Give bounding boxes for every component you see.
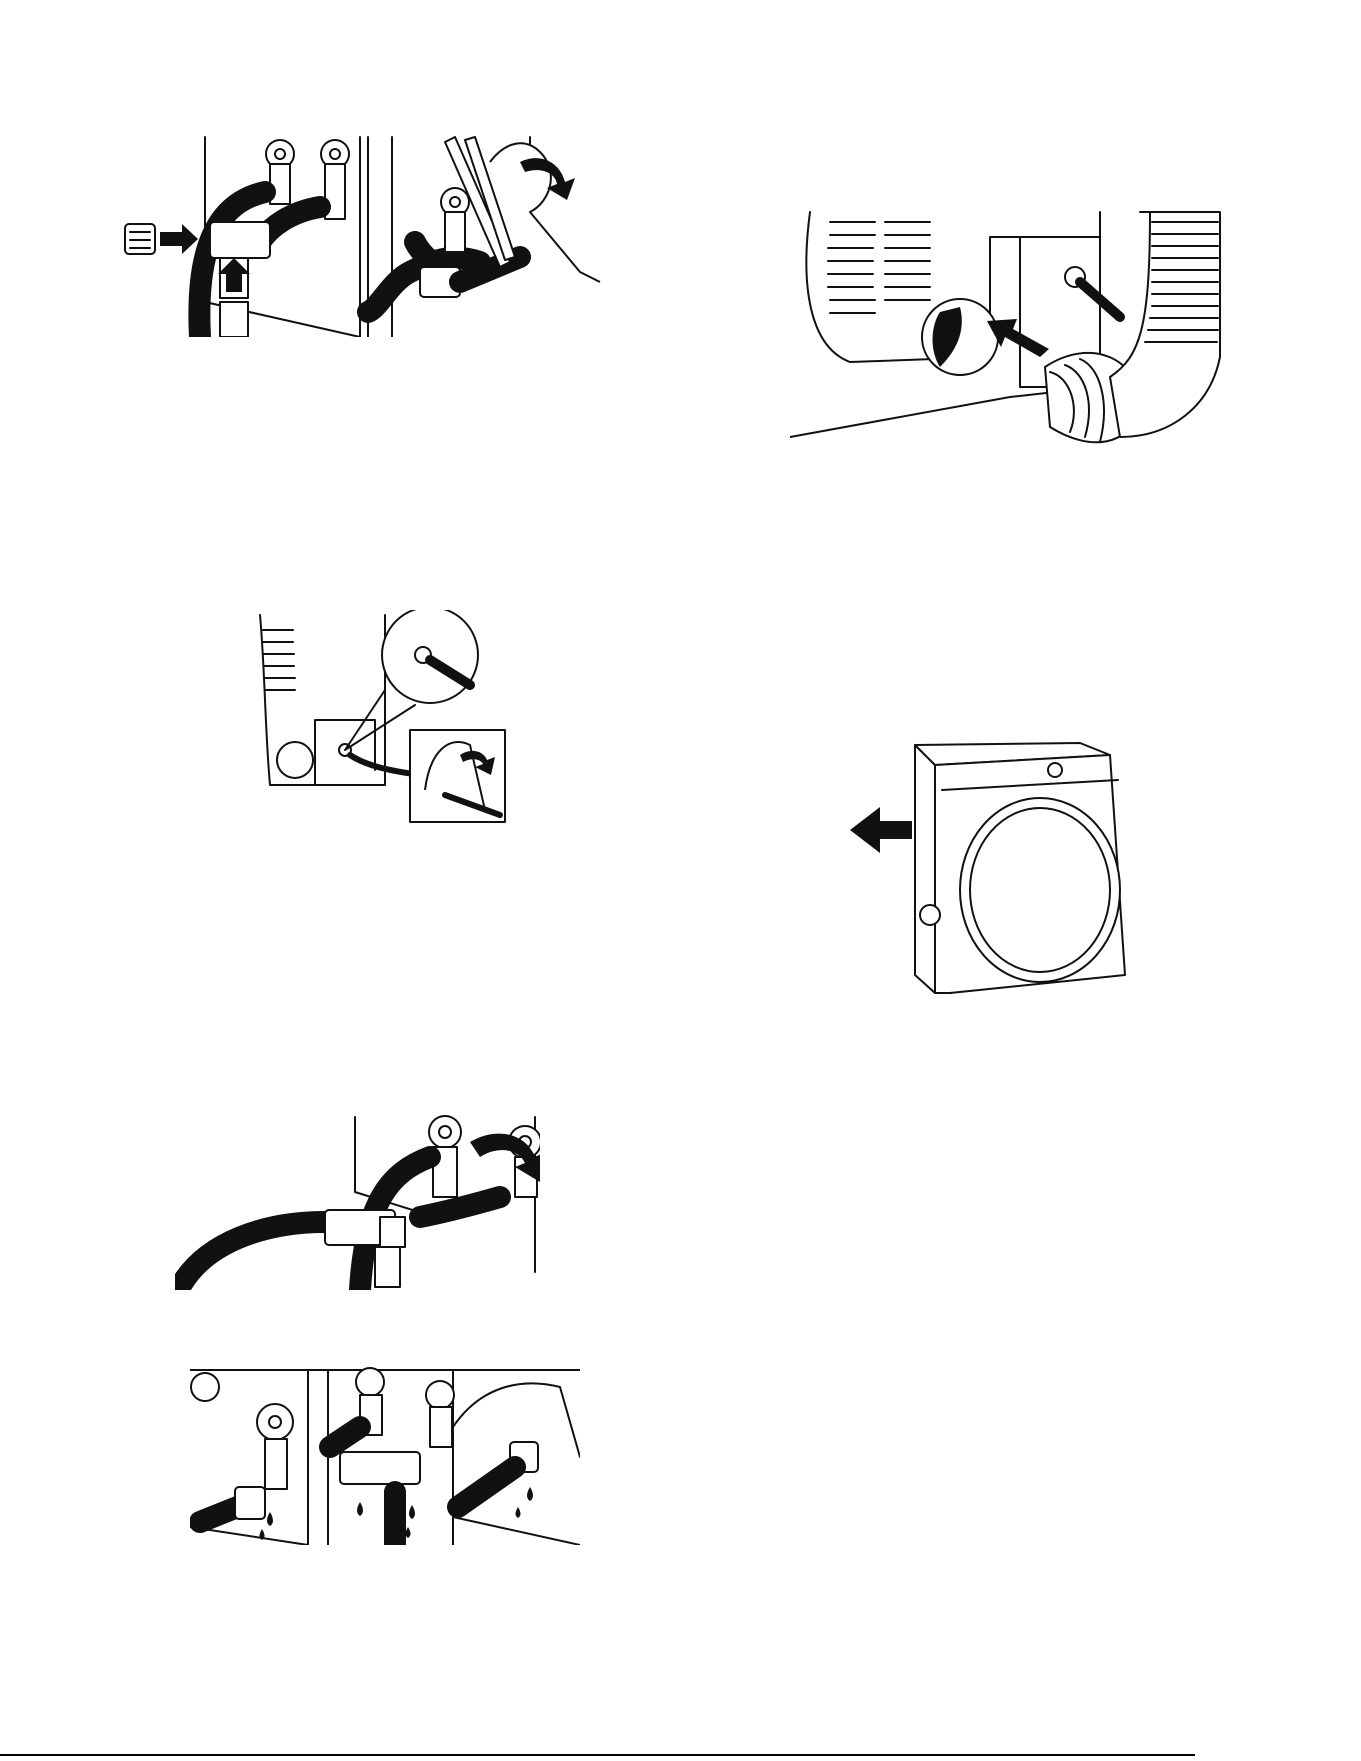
duct (1045, 212, 1220, 442)
fig-y-connector-install (120, 132, 650, 337)
arrow-icon (987, 319, 1049, 357)
fig-leak-check (190, 1367, 580, 1545)
water-drop-icon (516, 1487, 534, 1518)
faucet-handle-icon (356, 1368, 454, 1447)
faucet-handle-icon (191, 1373, 293, 1489)
panel-left (125, 137, 360, 337)
fig-dryer-move-into-place (850, 735, 1135, 1000)
fig-y-connector-to-faucet (175, 1112, 540, 1290)
fig-vent-duct-connect (790, 207, 1240, 452)
fig-dryer-rear-hose-connect (255, 610, 510, 825)
footer-rule (0, 1754, 1195, 1756)
panel-right (368, 137, 600, 337)
